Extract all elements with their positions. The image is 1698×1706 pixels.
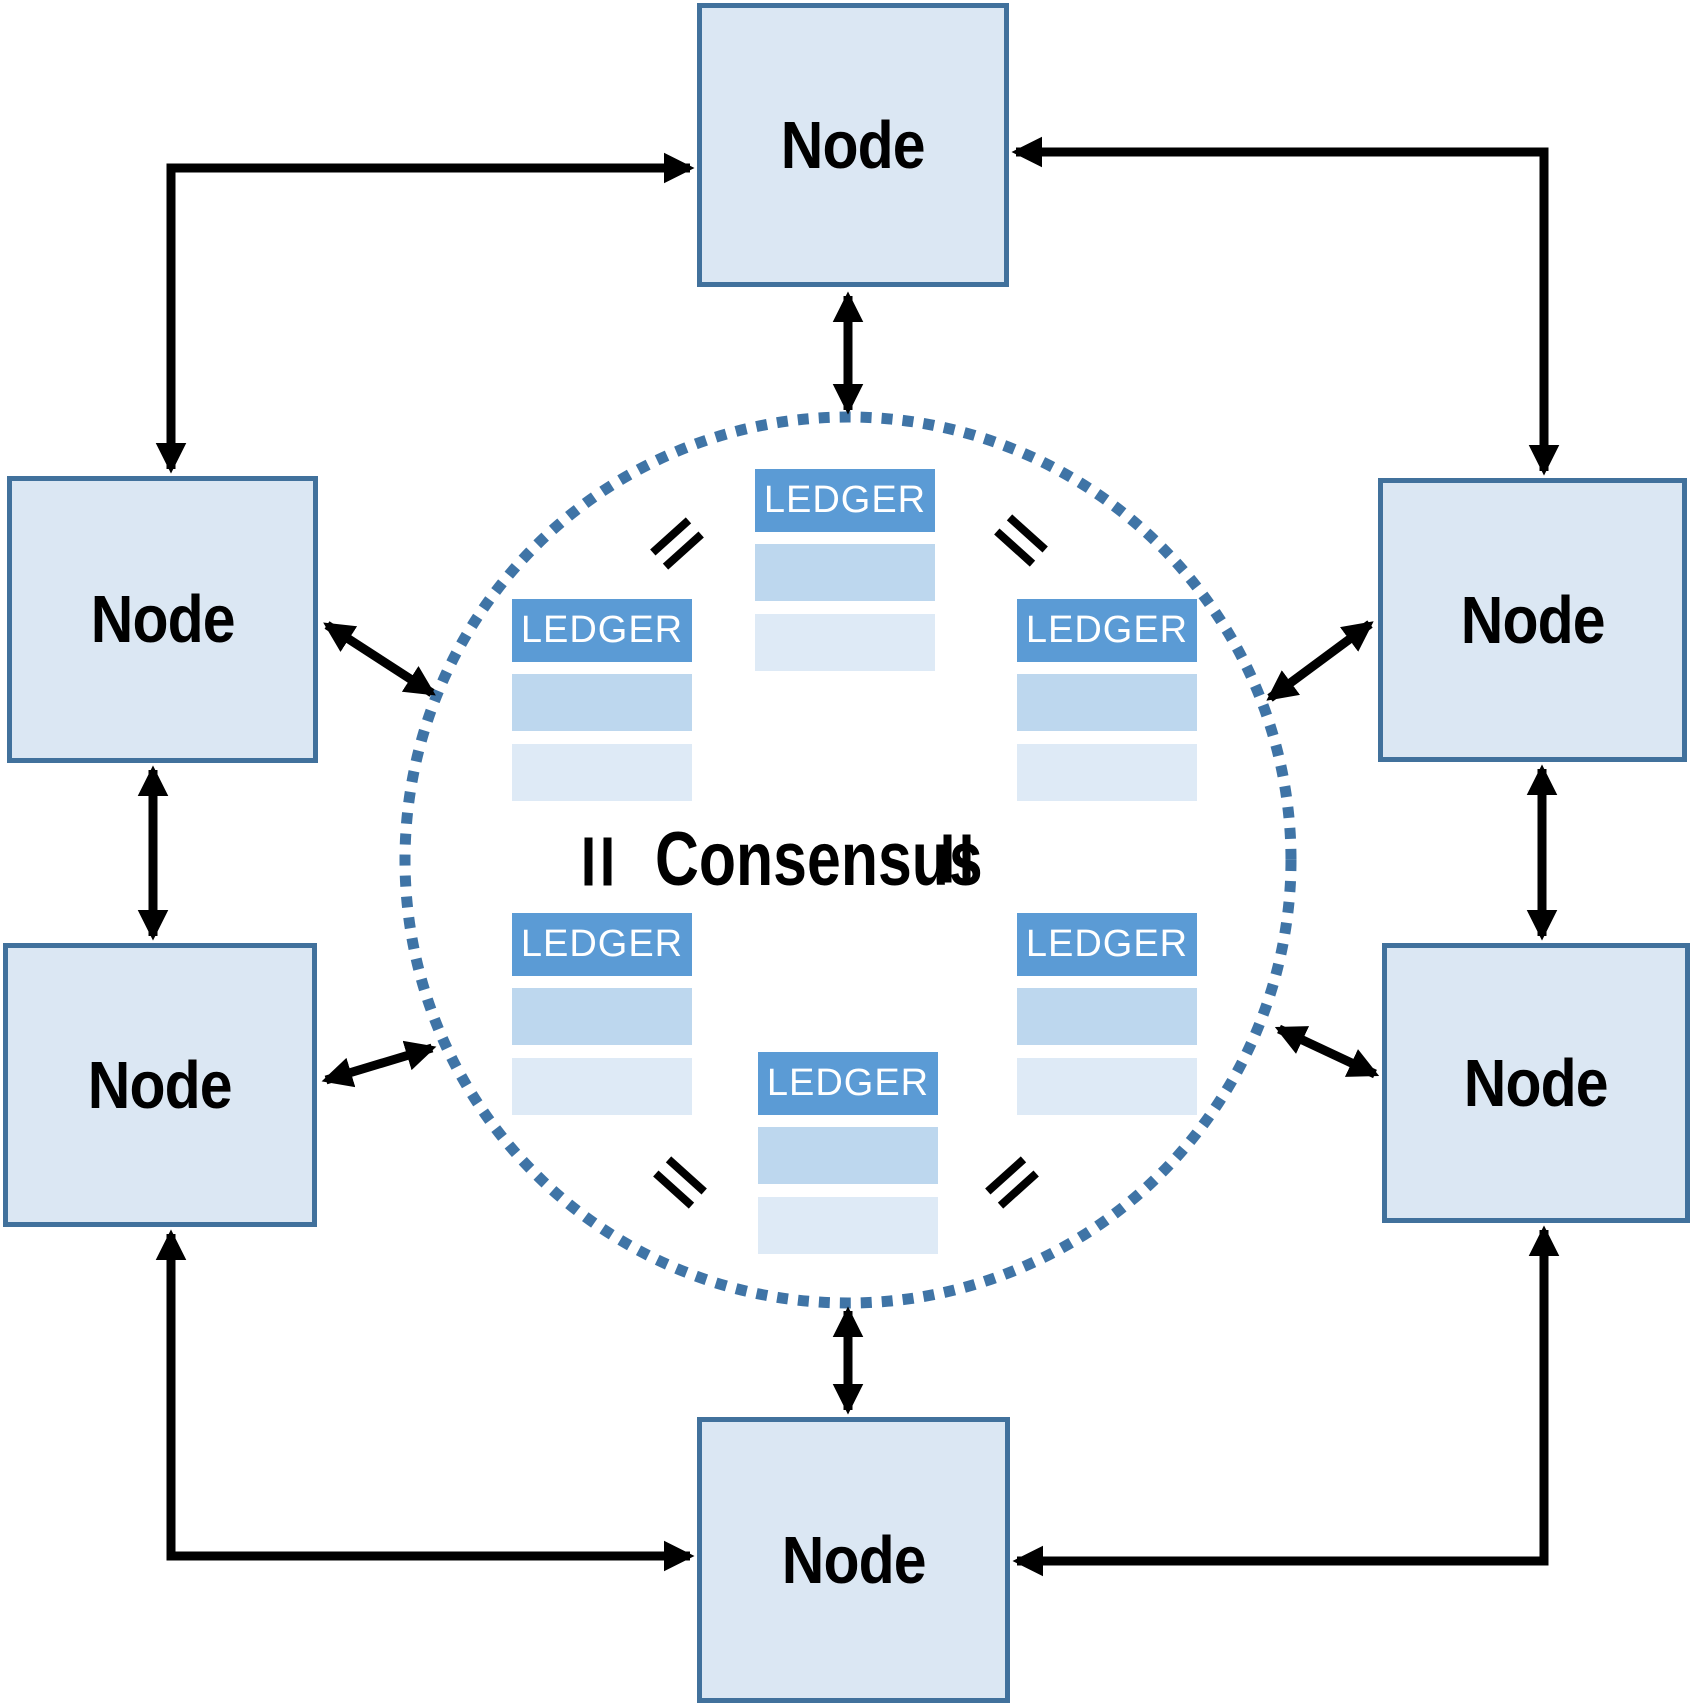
ledger-table-top-center: LEDGER (755, 469, 935, 671)
double-arrow-left-upper-node-circle (323, 621, 436, 697)
ledger-header: LEDGER (512, 599, 692, 662)
node-box-right-upper: Node (1378, 478, 1687, 762)
ledger-row (1017, 1058, 1197, 1115)
connector-top-right (1011, 136, 1560, 476)
ledger-row (1017, 744, 1197, 801)
ledger-row (1017, 988, 1197, 1045)
node-label: Node (781, 107, 926, 183)
ledger-row (512, 1058, 692, 1115)
node-label: Node (1464, 1045, 1609, 1121)
ledger-header: LEDGER (1017, 599, 1197, 662)
node-label: Node (88, 1047, 233, 1123)
ledger-row (512, 674, 692, 731)
ledger-header: LEDGER (1017, 913, 1197, 976)
ledger-row (512, 988, 692, 1045)
ledger-header: LEDGER (755, 469, 935, 532)
ledger-header: LEDGER (758, 1052, 938, 1115)
ledger-row (755, 614, 935, 671)
ledger-header: LEDGER (512, 913, 692, 976)
ledger-table-lower-left: LEDGER (512, 913, 692, 1115)
ledger-table-bottom-center: LEDGER (758, 1052, 938, 1254)
connector-top-left (155, 152, 695, 474)
node-label: Node (90, 582, 236, 657)
consensus-label: Consensus (655, 817, 983, 902)
node-label: Node (781, 1522, 927, 1598)
ledger-table-mid-right: LEDGER (1017, 599, 1197, 801)
ledger-row (512, 744, 692, 801)
ledger-table-lower-right: LEDGER (1017, 913, 1197, 1115)
consensus-circle-boundary (399, 411, 1297, 1309)
ledger-row (1017, 674, 1197, 731)
node-box-bottom: Node (697, 1417, 1010, 1703)
ledger-row (755, 544, 935, 601)
ledger-row (758, 1197, 938, 1254)
connector-bottom-left (155, 1229, 695, 1572)
ledger-row (758, 1127, 938, 1184)
equals-icon (584, 837, 612, 886)
node-box-left-lower: Node (3, 943, 317, 1227)
node-box-left-upper: Node (7, 476, 318, 763)
double-arrow-right-upper-node-circle (1266, 620, 1374, 702)
double-arrow-left-lower-node-circle (321, 1040, 437, 1088)
double-arrow-right-lower-node-circle (1274, 1024, 1380, 1079)
node-label: Node (1460, 582, 1606, 658)
node-box-top: Node (697, 3, 1009, 287)
ledger-table-mid-left: LEDGER (512, 599, 692, 801)
connector-bottom-right (1012, 1225, 1560, 1577)
node-box-right-lower: Node (1382, 943, 1690, 1223)
